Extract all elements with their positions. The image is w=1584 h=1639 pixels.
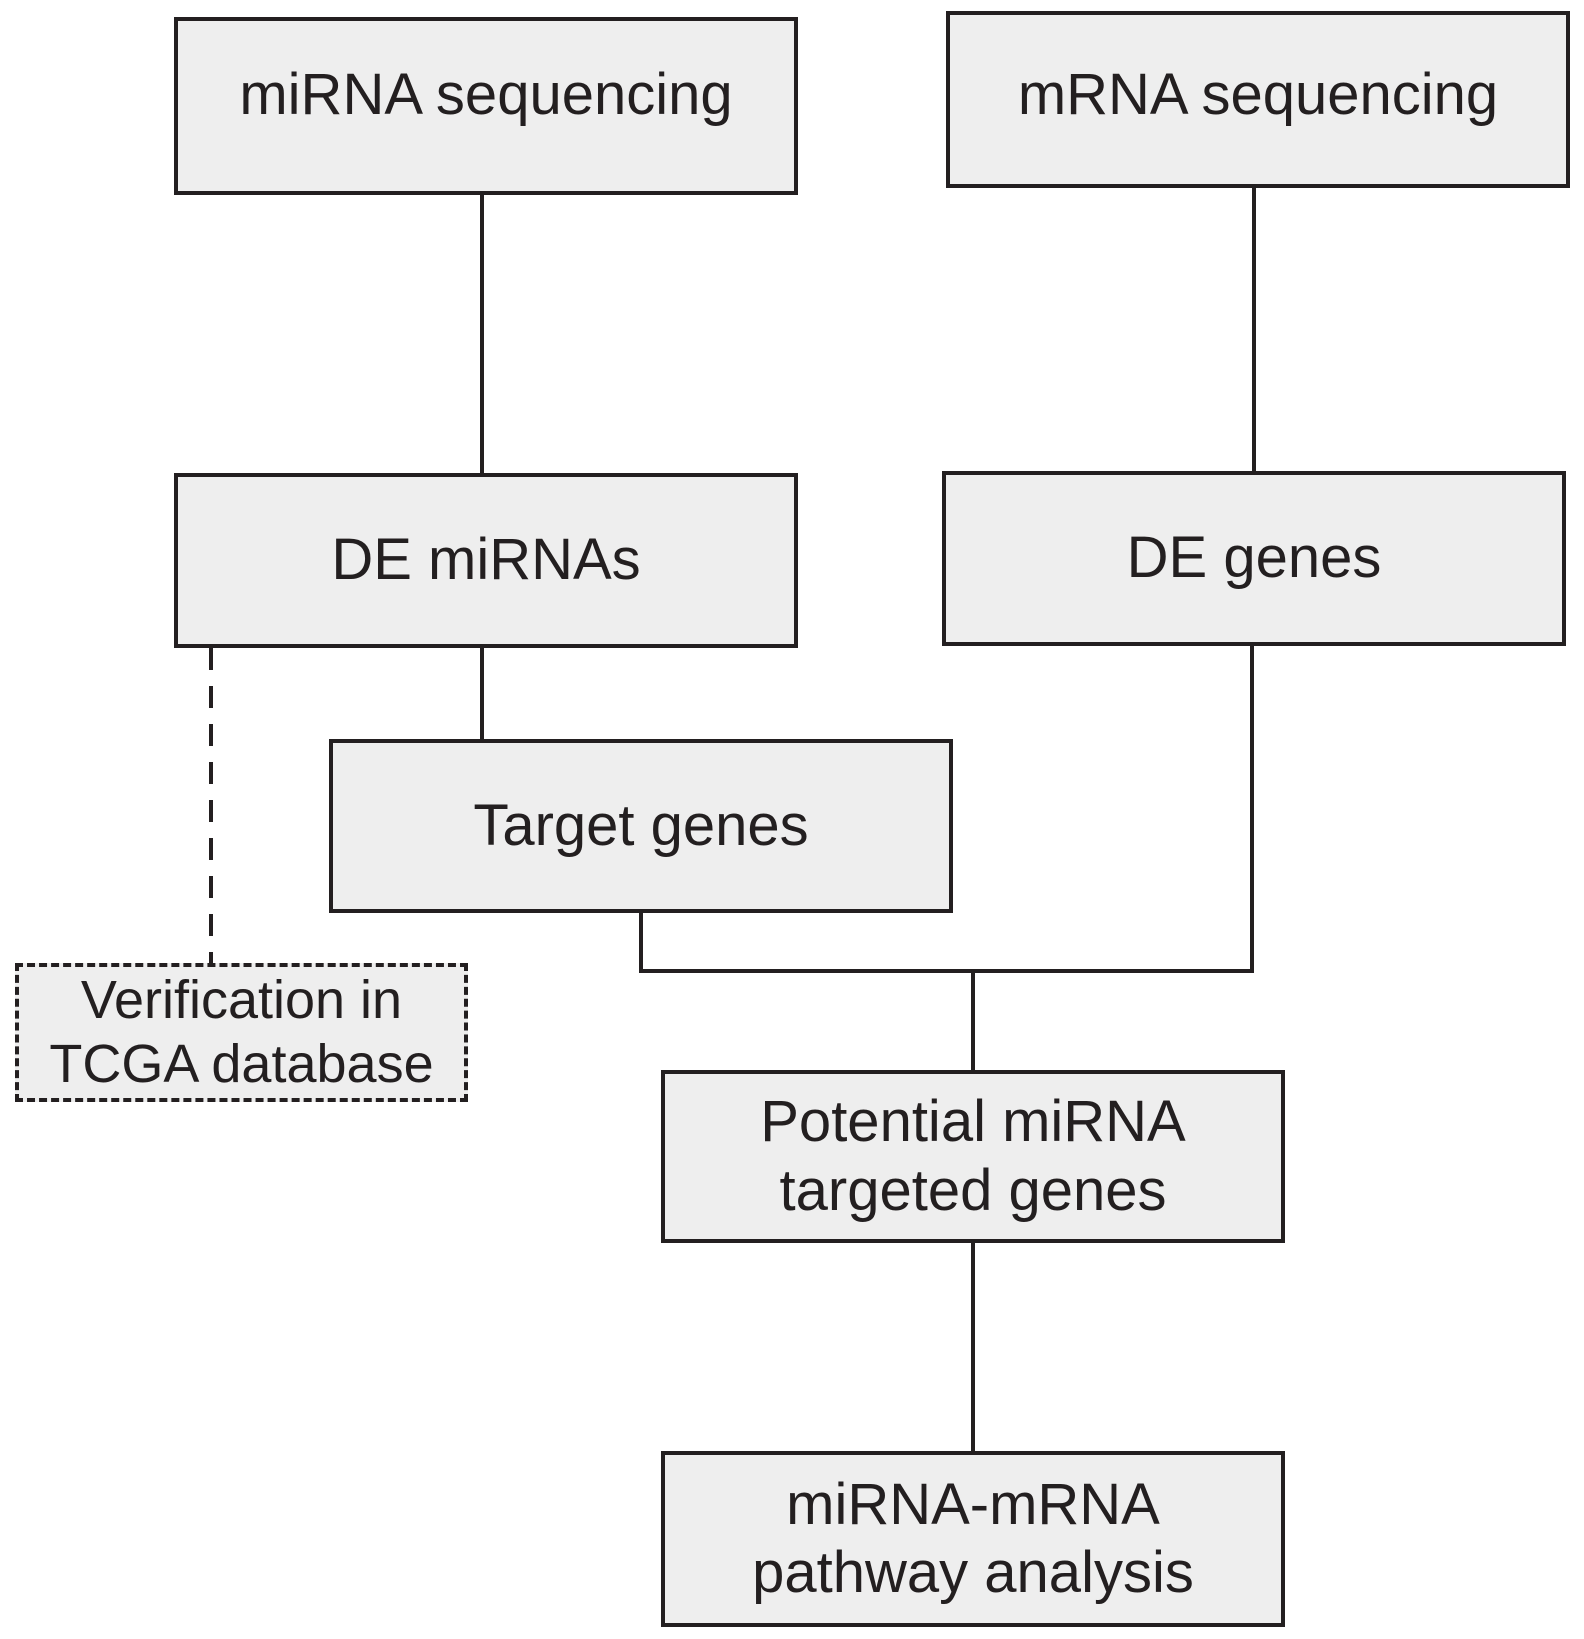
node-de-mirnas: DE miRNAs [174,473,798,648]
node-target-genes-label: Target genes [473,792,809,858]
node-mirna-sequencing: miRNA sequencing [174,17,798,195]
node-de-mirnas-label: DE miRNAs [331,527,641,593]
node-mirna-sequencing-label: miRNA sequencing [239,62,733,127]
node-de-genes-label: DE genes [1126,525,1382,591]
connector-de-genes-to-merge [973,646,1254,973]
node-mirna-mrna-pathway-analysis: miRNA-mRNA pathway analysis [661,1451,1285,1627]
node-pathway-line1: miRNA-mRNA [786,1471,1160,1537]
node-target-genes: Target genes [329,739,953,913]
node-potential-line2: targeted genes [779,1157,1167,1223]
node-mrna-sequencing-label: mRNA sequencing [1017,62,1499,127]
node-potential-mirna-targeted-genes: Potential miRNA targeted genes [661,1070,1285,1243]
node-potential-line1: Potential miRNA [760,1089,1186,1155]
node-verification-line1: Verification in [80,969,403,1030]
connector-target-genes-to-merge [639,913,973,973]
node-verification-tcga: Verification in TCGA database [15,963,468,1102]
node-mrna-sequencing: mRNA sequencing [946,11,1570,188]
node-verification-line2: TCGA database [49,1033,434,1094]
node-pathway-line2: pathway analysis [752,1540,1194,1605]
node-de-genes: DE genes [942,471,1566,646]
